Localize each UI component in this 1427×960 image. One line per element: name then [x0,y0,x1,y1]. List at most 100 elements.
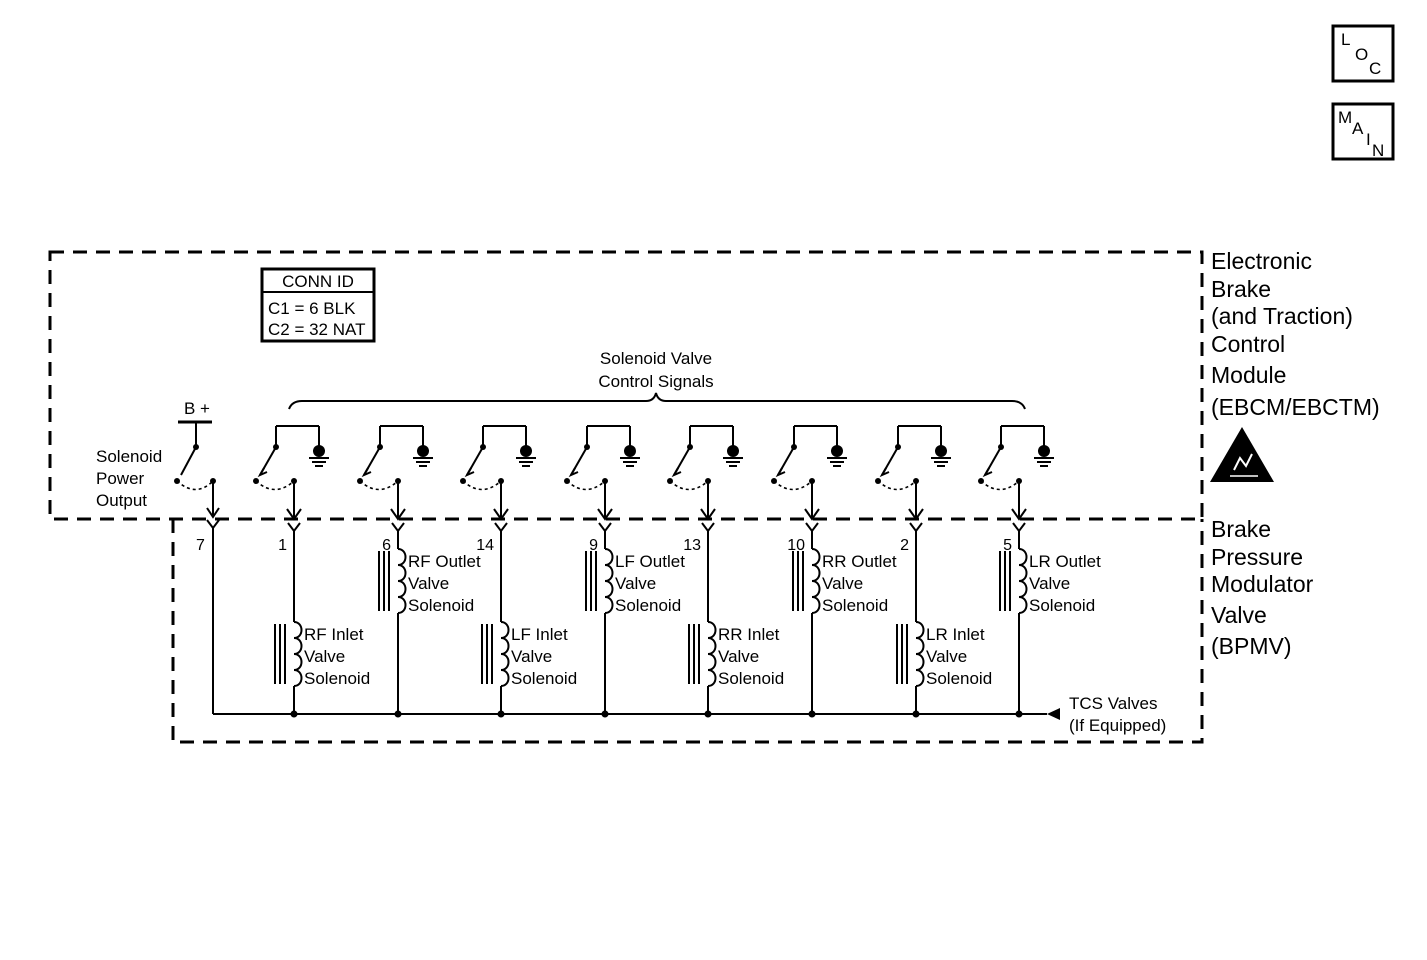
pin-number: 14 [476,537,494,554]
bus-junction [808,710,816,718]
signal-arrow [597,508,613,521]
ebcm-label-line: (and Traction) [1211,303,1353,329]
valve-label-line: Solenoid [511,669,577,688]
loc-letter-1: L [1341,30,1350,49]
switch-link [255,480,295,491]
loc-button[interactable]: L O C [1331,24,1395,83]
solenoid-coil-icon [999,548,1028,614]
valve-label-line: RR Inlet [718,625,780,644]
main-letter-1: M [1338,108,1352,127]
switch-arrow [568,467,579,478]
ebcm-label-line: Brake [1211,276,1271,302]
valve-label-line: Solenoid [1029,596,1095,615]
switch-arrow [671,467,682,478]
signal-arrow [908,508,924,521]
pin-number: 5 [1003,537,1012,554]
switch-link [877,480,917,491]
main-button[interactable]: M A I N [1331,102,1395,161]
signals-bracket [288,392,1026,410]
power-output-circuit: B + Solenoid Power Output 7 [96,399,220,714]
bus-junction [290,710,298,718]
solenoid-coil-icon [896,621,925,687]
bpmv-label-line: Brake [1211,516,1271,542]
ebcm-label-line: Electronic [1211,248,1312,274]
ground-icon [827,445,847,467]
valve-label-line: RF Outlet [408,552,481,571]
tcs-label-line-2: (If Equipped) [1069,716,1166,735]
valve-label-line: Solenoid [408,596,474,615]
signal-arrow [1011,508,1027,521]
power-label-line: Solenoid [96,447,162,466]
switch-arrow [775,467,786,478]
connector-pin [287,522,301,533]
conn-id-row-c2: C2 = 32 NAT [268,320,365,339]
connector-pin [805,522,819,533]
switch-arrow [361,467,372,478]
valve-label-line: Valve [822,574,863,593]
valve-label-line: Valve [1029,574,1070,593]
bus-junction [497,710,505,718]
signal-arrow [804,508,820,521]
switch-link [980,480,1020,491]
ebcm-label-line: (EBCM/EBCTM) [1211,394,1380,420]
signal-arrow [493,508,509,521]
switch-arrow [982,467,993,478]
power-label-line: Power [96,469,145,488]
pin-number: 2 [900,537,909,554]
signal-arrow [390,508,406,521]
valve-label-line: LR Inlet [926,625,985,644]
switch-link [773,480,813,491]
esd-sensitive-icon [1210,427,1274,482]
ground-icon [309,445,329,467]
solenoid-coil-icon [481,621,510,687]
valve-label-line: LF Outlet [615,552,685,571]
main-letter-2: A [1352,119,1364,138]
signal-arrow [700,508,716,521]
bus-junction [912,710,920,718]
connector-pin [701,522,715,533]
pin-number: 13 [683,537,701,554]
bus-junction [601,710,609,718]
connector-pin [391,522,405,533]
signals-label-line-2: Control Signals [598,372,713,391]
solenoid-coil-icon [792,548,821,614]
solenoid-coil-icon [378,548,407,614]
ground-icon [723,445,743,467]
bus-junction [1015,710,1023,718]
valve-label-line: Valve [408,574,449,593]
tcs-arrow [1047,708,1060,720]
valve-label-line: Solenoid [615,596,681,615]
conn-id-row-c1: C1 = 6 BLK [268,299,356,318]
pin-number: 10 [787,537,805,554]
switch-icon [180,446,197,476]
connector-pin [1012,522,1026,533]
valve-label-line: Valve [511,647,552,666]
ground-icon [620,445,640,467]
switch-link [566,480,606,491]
bus-junction [704,710,712,718]
connector-pin [494,522,508,533]
bpmv-label-line: Modulator [1211,571,1314,597]
conn-id-title: CONN ID [282,272,354,291]
pin-number: 9 [589,537,598,554]
power-label-line: Output [96,491,147,510]
ground-icon [516,445,536,467]
valve-label-line: LR Outlet [1029,552,1101,571]
switch-link [359,480,399,491]
bpmv-label: Brake Pressure Modulator Valve (BPMV) [1211,516,1314,659]
valve-label-line: Solenoid [718,669,784,688]
solenoid-coil-icon [585,548,614,614]
main-letter-3: I [1366,130,1371,149]
switch-link [669,480,709,491]
tcs-label-line-1: TCS Valves [1069,694,1158,713]
ebcm-label-line: Control [1211,331,1285,357]
